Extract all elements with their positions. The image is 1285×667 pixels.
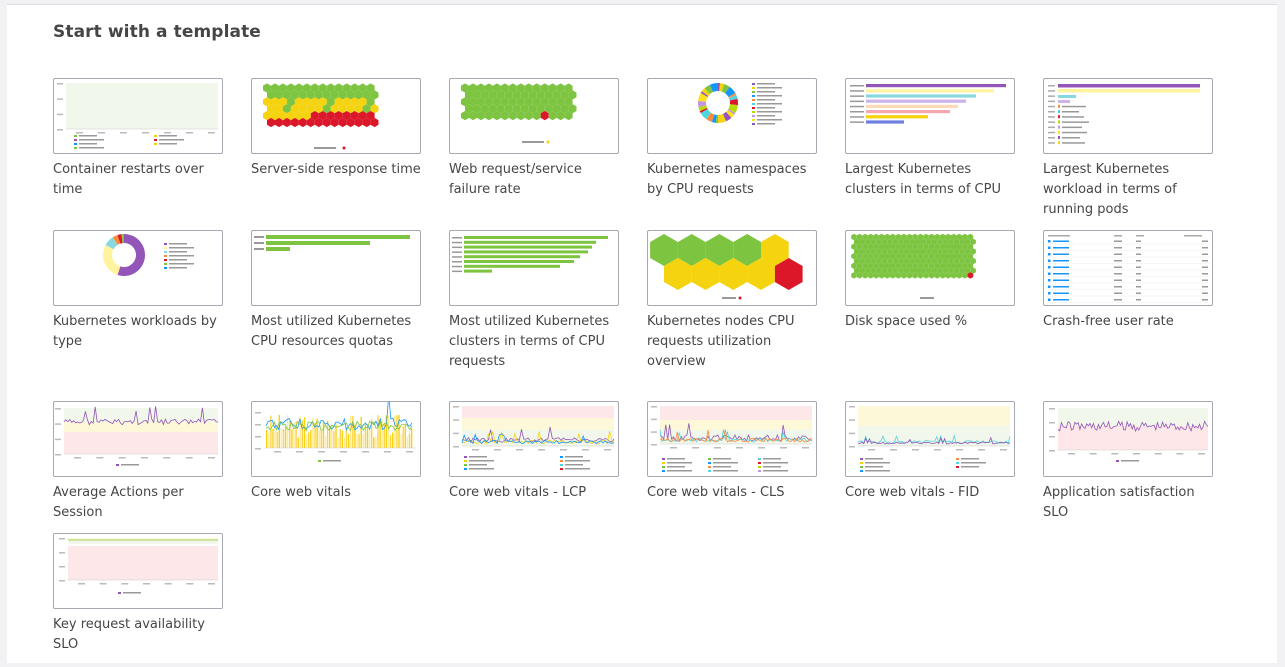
cpu-quota-bar-chart (254, 235, 410, 251)
container-restarts-line-chart (57, 83, 218, 149)
template-preview[interactable] (1043, 401, 1213, 477)
template-label[interactable]: Kubernetes workloads by type (53, 314, 217, 349)
template-preview[interactable] (449, 78, 619, 154)
availability-line-chart (59, 538, 218, 594)
template-preview[interactable] (845, 401, 1015, 477)
template-label[interactable]: Disk space used % (845, 314, 968, 329)
template-label[interactable]: Core web vitals - FID (845, 485, 980, 500)
template-preview[interactable] (251, 78, 421, 154)
workload-bar-chart (1048, 84, 1200, 145)
template-label[interactable]: Container restarts over time (53, 162, 204, 197)
template-label[interactable]: Kubernetes nodes CPU requests utilizatio… (647, 314, 795, 369)
template-label[interactable]: Server-side response time (251, 162, 421, 177)
template-preview[interactable] (53, 78, 223, 154)
crash-free-table (1046, 235, 1210, 303)
disk-space-honeycomb (851, 233, 976, 299)
template-card[interactable]: Largest Kubernetes workload in terms of … (1043, 78, 1213, 220)
template-label[interactable]: Kubernetes namespaces by CPU requests (647, 162, 807, 197)
template-preview[interactable] (647, 230, 817, 306)
actions-line-chart (55, 406, 219, 466)
template-card[interactable]: Key request availability SLO (53, 533, 223, 655)
nodes-honeycomb (650, 234, 803, 300)
fid-line-chart (849, 406, 1011, 472)
template-card[interactable]: Server-side response time (251, 78, 421, 180)
template-card[interactable]: Kubernetes namespaces by CPU requests (647, 78, 817, 200)
template-card[interactable]: Crash-free user rate (1043, 230, 1213, 332)
template-preview[interactable] (1043, 78, 1213, 154)
template-preview[interactable] (845, 78, 1015, 154)
template-preview[interactable] (251, 401, 421, 477)
template-label[interactable]: Crash-free user rate (1043, 314, 1174, 329)
template-label[interactable]: Application satisfaction SLO (1043, 485, 1195, 520)
template-card[interactable]: Kubernetes workloads by type (53, 230, 223, 352)
template-preview[interactable] (845, 230, 1015, 306)
template-label[interactable]: Most utilized Kubernetes clusters in ter… (449, 314, 610, 369)
template-card[interactable]: Kubernetes nodes CPU requests utilizatio… (647, 230, 817, 372)
template-preview[interactable] (53, 230, 223, 306)
template-card[interactable]: Core web vitals (251, 401, 421, 503)
template-label[interactable]: Web request/service failure rate (449, 162, 582, 197)
template-preview[interactable] (449, 230, 619, 306)
template-preview[interactable] (449, 401, 619, 477)
failure-rate-honeycomb (461, 83, 577, 144)
template-card[interactable]: Largest Kubernetes clusters in terms of … (845, 78, 1015, 200)
template-label[interactable]: Core web vitals (251, 485, 351, 500)
template-label[interactable]: Largest Kubernetes clusters in terms of … (845, 162, 1001, 197)
template-label[interactable]: Average Actions per Session (53, 485, 184, 520)
cluster-cpu-bar-chart (452, 236, 608, 273)
lcp-line-chart (453, 406, 615, 470)
template-card[interactable]: Core web vitals - FID (845, 401, 1015, 503)
namespaces-donut-chart (698, 83, 782, 125)
template-card[interactable]: Average Actions per Session (53, 401, 223, 523)
template-preview[interactable] (53, 533, 223, 609)
template-card[interactable]: Most utilized Kubernetes clusters in ter… (449, 230, 619, 372)
template-label[interactable]: Core web vitals - LCP (449, 485, 587, 500)
cls-line-chart (651, 406, 813, 472)
web-vitals-bar-chart (255, 402, 416, 462)
satisfaction-line-chart (1049, 408, 1209, 462)
templates-panel: Start with a template Container restarts… (7, 4, 1277, 663)
template-preview[interactable] (1043, 230, 1213, 306)
template-preview[interactable] (251, 230, 421, 306)
template-card[interactable]: Most utilized Kubernetes CPU resources q… (251, 230, 421, 352)
template-card[interactable]: Web request/service failure rate (449, 78, 619, 200)
template-label[interactable]: Key request availability SLO (53, 617, 205, 652)
clusters-bar-chart (850, 84, 1006, 124)
server-response-honeycomb (263, 83, 379, 150)
template-card[interactable]: Disk space used % (845, 230, 1015, 332)
template-card[interactable]: Application satisfaction SLO (1043, 401, 1213, 523)
workloads-donut-chart (103, 234, 194, 276)
template-preview[interactable] (647, 78, 817, 154)
page-title: Start with a template (53, 22, 261, 42)
template-preview[interactable] (53, 401, 223, 477)
template-card[interactable]: Container restarts over time (53, 78, 223, 200)
template-card[interactable]: Core web vitals - CLS (647, 401, 817, 503)
template-preview[interactable] (647, 401, 817, 477)
template-label[interactable]: Core web vitals - CLS (647, 485, 785, 500)
template-label[interactable]: Largest Kubernetes workload in terms of … (1043, 162, 1177, 217)
template-card[interactable]: Core web vitals - LCP (449, 401, 619, 503)
template-label[interactable]: Most utilized Kubernetes CPU resources q… (251, 314, 412, 349)
